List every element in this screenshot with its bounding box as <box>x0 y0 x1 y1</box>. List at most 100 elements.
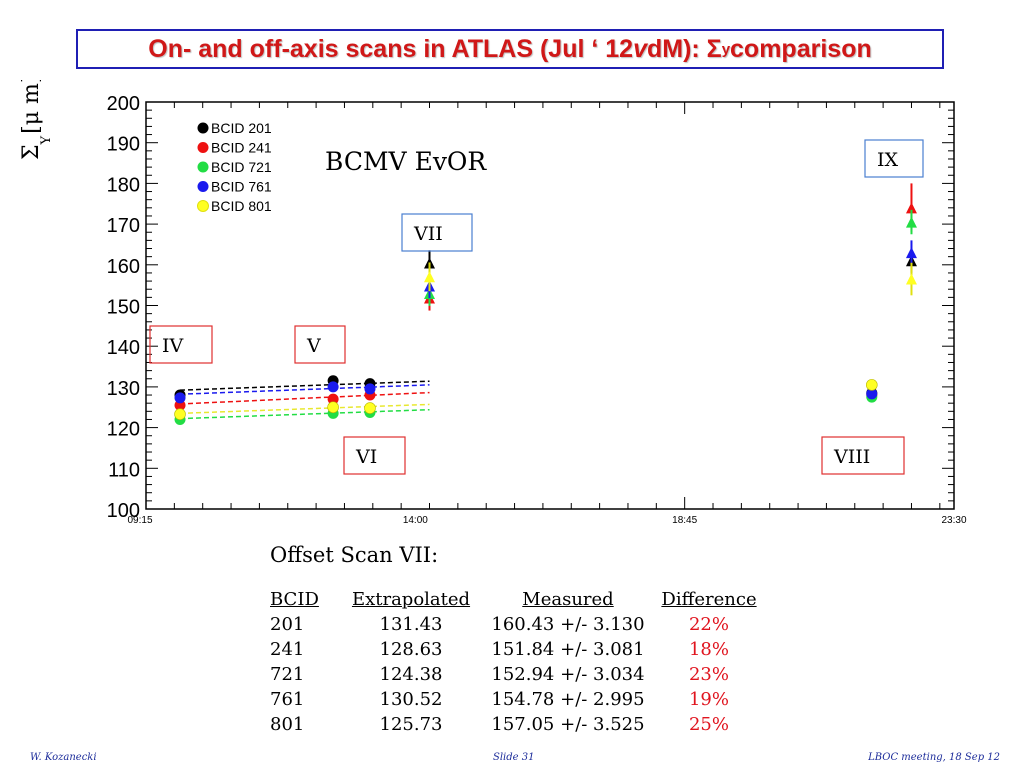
y-tick-label: 170 <box>107 215 140 237</box>
data-point <box>865 379 878 391</box>
table-cell: 19% <box>688 689 729 710</box>
table-cell: 157.05 +/- 3.525 <box>491 714 645 735</box>
y-tick-label: 190 <box>107 134 140 156</box>
x-tick-label: 14:00 <box>403 515 428 526</box>
table-cell: 25% <box>688 714 729 735</box>
legend-label: BCID 721 <box>211 159 272 175</box>
footer-meeting: LBOC meeting, 18 Sep 12 <box>868 752 1000 763</box>
legend-marker <box>197 200 209 212</box>
x-tick-label: 23:30 <box>941 515 966 526</box>
fit-line <box>179 380 430 391</box>
scan-label: VII <box>413 223 443 245</box>
x-tick-label: 09:15 <box>127 515 152 526</box>
legend-marker <box>197 181 209 192</box>
data-point <box>364 383 376 395</box>
legend-label: BCID 241 <box>211 140 272 156</box>
fit-line <box>179 391 430 405</box>
title-lead: On- and off-axis scans in ATLAS (Jul ‘ 1… <box>148 34 634 63</box>
table-cell: 241 <box>270 639 305 660</box>
table-header-extrapolated: Extrapolated <box>351 589 471 610</box>
table-row: 761 130.52 154.78 +/- 2.995 19% <box>270 687 762 712</box>
offset-scan-marker <box>905 273 917 285</box>
table-cell: 22% <box>688 614 729 635</box>
footer-slide-number: Slide 31 <box>493 752 535 763</box>
scan-label-box <box>294 325 346 364</box>
y-tick-label: 180 <box>107 174 140 196</box>
table-cell: 125.73 <box>379 714 443 735</box>
y-tick-label: 160 <box>107 256 140 278</box>
y-axis-label: ΣY[μ m] <box>19 80 54 160</box>
scan-label: VIII <box>833 446 870 468</box>
scan-label: VI <box>355 446 377 468</box>
table-cell: 130.52 <box>379 689 443 710</box>
table-cell: 201 <box>270 614 305 635</box>
table-cell: 131.43 <box>379 614 443 635</box>
scan-label-box <box>343 436 406 475</box>
data-point <box>327 393 339 405</box>
footer-author: W. Kozanecki <box>30 752 97 763</box>
fit-line <box>179 403 430 415</box>
table-cell: 18% <box>688 639 729 660</box>
legend-label: BCID 801 <box>211 198 272 214</box>
fit-line <box>179 384 430 395</box>
table-row: 241 128.63 151.84 +/- 3.081 18% <box>270 637 762 662</box>
table-body: 201 131.43 160.43 +/- 3.130 22% 241 128.63 151… <box>270 612 762 737</box>
scan-label: V <box>306 335 321 357</box>
y-tick-label: 100 <box>107 500 140 522</box>
data-point <box>174 392 186 404</box>
data-point <box>174 408 186 420</box>
scan-label: IX <box>877 149 899 171</box>
scan-label-box <box>401 213 473 252</box>
table-header-measured: Measured <box>522 589 614 610</box>
scan-label-box <box>864 139 924 178</box>
offset-scan-marker <box>905 216 917 228</box>
y-tick-label: 200 <box>107 93 140 115</box>
slide-title: On- and off-axis scans in ATLAS (Jul ‘ 1… <box>76 29 944 69</box>
legend-label: BCID 201 <box>211 120 272 136</box>
table-cell: 124.38 <box>379 664 443 685</box>
scan-label-box <box>149 325 213 364</box>
data-point <box>866 388 878 400</box>
y-tick-label: 110 <box>108 459 140 481</box>
table-cell: 128.63 <box>379 639 443 660</box>
table-row: 201 131.43 160.43 +/- 3.130 22% <box>270 612 762 637</box>
table-header-row: BCID Extrapolated Measured Difference <box>270 589 762 612</box>
data-point <box>327 381 339 393</box>
chart-title: BCMV EvOR <box>325 147 487 176</box>
legend-label: BCID 761 <box>211 179 272 195</box>
table-caption: Offset Scan VII: <box>270 543 439 567</box>
y-tick-label: 120 <box>107 419 140 441</box>
table-cell: 151.84 +/- 3.081 <box>491 639 645 660</box>
table-cell: 761 <box>270 689 305 710</box>
offset-scan-marker <box>905 202 917 214</box>
legend-marker <box>197 142 209 153</box>
offset-scan-marker <box>424 271 436 283</box>
y-tick-label: 140 <box>107 337 140 359</box>
table-cell: 154.78 +/- 2.995 <box>491 689 645 710</box>
y-tick-label: 150 <box>107 297 140 319</box>
offset-scan-table: Offset Scan VII: BCID Extrapolated Measure… <box>270 543 762 737</box>
x-tick-label: 18:45 <box>672 515 697 526</box>
table-cell: 160.43 +/- 3.130 <box>491 614 645 635</box>
data-point <box>327 401 339 414</box>
offset-scan-marker <box>905 247 917 259</box>
title-subscript: y <box>721 40 731 58</box>
scan-label: IV <box>162 335 184 357</box>
title-italic: v <box>633 34 647 63</box>
table-header-bcid: BCID <box>270 589 319 610</box>
title-mid: dM): Σ <box>646 34 722 63</box>
table-cell: 152.94 +/- 3.034 <box>491 664 645 685</box>
legend-marker <box>197 161 209 173</box>
title-tail: comparison <box>730 34 872 63</box>
table-header-difference: Difference <box>661 589 757 610</box>
scan-label-box <box>821 436 905 475</box>
results-table: BCID Extrapolated Measured Difference 201 13… <box>270 589 762 737</box>
data-point <box>364 402 376 414</box>
y-tick-label: 130 <box>107 378 140 400</box>
fit-line <box>179 408 430 420</box>
legend-marker <box>197 122 209 134</box>
table-cell: 721 <box>270 664 305 685</box>
